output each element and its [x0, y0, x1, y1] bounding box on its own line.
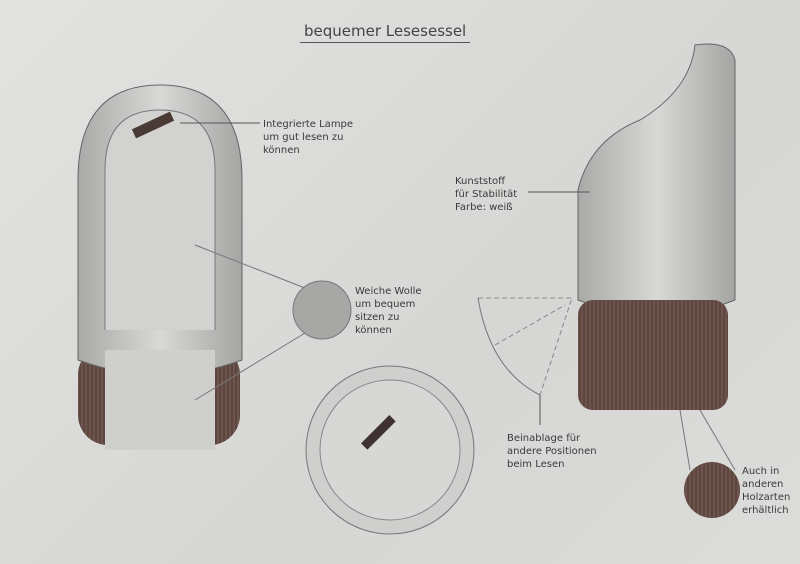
- wool-detail: [194, 244, 352, 401]
- arrows: [180, 122, 590, 425]
- page-title: bequemer Lesesessel: [300, 22, 471, 43]
- side-chair-view: [477, 43, 740, 518]
- front-chair-view: [77, 84, 243, 450]
- top-view: [305, 365, 475, 535]
